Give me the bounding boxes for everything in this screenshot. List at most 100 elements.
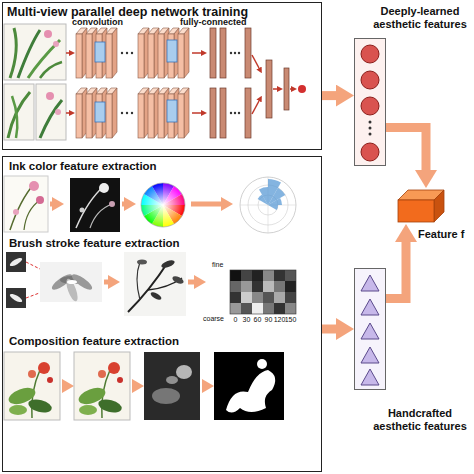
ink-color-illustration — [50, 202, 55, 207]
brush-stroke-illustration — [9, 256, 24, 267]
brush-stroke-illustration — [241, 303, 252, 314]
extraction-panel: Ink color feature extractionBrush stroke… — [2, 156, 322, 472]
brush-stroke-illustration — [252, 281, 263, 292]
brush-stroke-illustration — [67, 280, 77, 284]
axis-label: coarse — [203, 315, 229, 323]
brush-stroke-illustration — [263, 292, 274, 303]
network-illustration — [266, 60, 272, 118]
feature-neurons — [361, 143, 379, 161]
network-illustration — [298, 85, 306, 93]
composition-illustration — [62, 384, 65, 389]
ink-color-illustration — [141, 183, 185, 227]
ink-color-illustration — [24, 200, 40, 230]
brush-stroke-illustration — [230, 292, 241, 303]
network-illustration — [40, 100, 62, 138]
composition-illustration — [214, 352, 284, 420]
ink-color-illustration — [4, 176, 296, 233]
network-illustration — [36, 84, 66, 140]
brush-stroke-illustration — [285, 292, 296, 303]
ink-color-illustration — [13, 209, 19, 215]
cube-face — [398, 200, 434, 222]
network-illustration — [55, 109, 61, 115]
brush-stroke-illustration — [274, 281, 285, 292]
network-illustration — [273, 88, 277, 90]
ink-color-illustration — [90, 204, 112, 228]
network-illustration — [8, 92, 30, 138]
brush-stroke-illustration — [9, 292, 24, 303]
network-illustration — [4, 24, 306, 140]
ink-color-illustration — [70, 178, 120, 232]
panel-heading: Multi-view parallel deep network trainin… — [7, 5, 307, 19]
axis-label: 120 — [273, 316, 287, 324]
composition-illustration — [226, 370, 275, 413]
brush-stroke-illustration — [252, 292, 263, 303]
brush-stroke-illustration — [241, 292, 252, 303]
composition-illustration — [166, 376, 178, 384]
brush-stroke-illustration — [252, 303, 263, 314]
axis-label: 150 — [284, 316, 298, 324]
ink-color-illustration — [268, 188, 285, 205]
brush-stroke-illustration — [252, 270, 263, 281]
brush-stroke-illustration — [230, 303, 241, 314]
feature-triangles — [354, 268, 386, 390]
brush-stroke-illustration — [188, 280, 197, 285]
ink-color-illustration — [268, 205, 278, 210]
network-illustration — [44, 30, 52, 38]
brush-stroke-illustration — [230, 281, 241, 292]
composition-illustration — [202, 384, 205, 389]
node-label: Deeply-learned aesthetic features — [367, 5, 473, 30]
network-illustration — [10, 28, 16, 78]
feature-neurons — [369, 121, 372, 124]
network-illustration — [12, 96, 17, 138]
ink-color-illustration — [240, 177, 296, 233]
composition-illustration — [74, 352, 130, 420]
composition-illustration — [152, 388, 180, 404]
node-label: Feature f — [418, 228, 474, 241]
ink-color-illustration — [258, 195, 268, 205]
feature-neurons — [369, 133, 372, 136]
network-illustration — [290, 88, 291, 90]
brush-stroke-illustration — [104, 280, 111, 285]
feature-neurons — [361, 71, 379, 89]
brush-stroke-illustration — [230, 270, 296, 314]
feature-column: Handcrafted aesthetic features — [354, 268, 386, 390]
flow-arrow — [386, 238, 406, 299]
brush-stroke-illustration — [171, 275, 184, 286]
axis-label: 90 — [262, 316, 276, 324]
layer-label: fully-connected — [180, 17, 270, 27]
ink-color-illustration — [29, 181, 39, 191]
feature-triangles — [361, 299, 379, 315]
ink-color-illustration — [76, 186, 104, 228]
panel-heading: Brush stroke feature extraction — [9, 237, 309, 250]
feature-neurons — [361, 45, 379, 63]
brush-stroke-illustration — [241, 270, 252, 281]
flow-arrow — [386, 128, 426, 174]
brush-stroke-illustration — [64, 277, 80, 302]
network-illustration — [40, 62, 62, 78]
brush-stroke-illustration — [160, 259, 175, 269]
brush-stroke-illustration — [6, 288, 26, 308]
panel-heading: Ink color feature extraction — [9, 160, 309, 173]
brush-stroke-illustration — [263, 270, 274, 281]
network-illustration — [18, 30, 40, 78]
ink-color-illustration — [240, 177, 296, 233]
brush-stroke-illustration — [241, 281, 252, 292]
brush-stroke-illustration — [40, 262, 102, 302]
network-illustration — [46, 92, 54, 100]
node-label: Handcrafted aesthetic features — [367, 407, 473, 432]
flow-arrow — [322, 91, 340, 100]
ink-color-illustration — [99, 183, 109, 193]
brush-stroke-illustration — [137, 260, 147, 265]
composition-illustration — [257, 359, 267, 369]
feature-triangles — [361, 369, 379, 385]
brush-stroke-illustration — [263, 281, 274, 292]
brush-stroke-illustration — [230, 270, 241, 281]
brush-stroke-illustration — [263, 303, 274, 314]
ink-color-illustration — [268, 198, 282, 205]
composition-illustration — [176, 365, 192, 379]
cube-face — [434, 190, 444, 222]
feature-neurons — [354, 38, 386, 166]
ink-color-illustration — [141, 183, 185, 227]
brush-stroke-illustration — [285, 303, 296, 314]
